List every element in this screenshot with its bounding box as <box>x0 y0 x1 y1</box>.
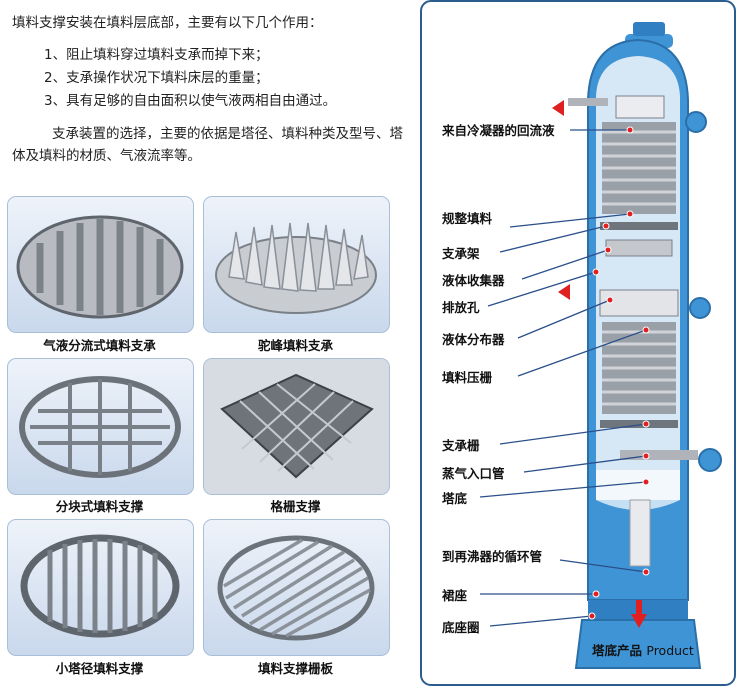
hump-support-illustration <box>215 222 377 314</box>
support-plate-illustration <box>217 535 375 641</box>
label-support-frame: 支承架 <box>442 246 480 261</box>
structured-packing-lower <box>602 322 676 414</box>
gas-liquid-support-illustration <box>16 215 184 319</box>
small-diameter-support-illustration <box>20 534 180 638</box>
label-support-grid: 支承栅 <box>442 438 480 453</box>
label-column-bottom: 塔底 <box>442 491 468 506</box>
product-card-hump <box>203 196 390 333</box>
product-caption-3: 分块式填料支撑 <box>55 499 144 514</box>
label-liquid-distributor: 液体分布器 <box>442 332 505 347</box>
bottom-product-en: Product <box>646 643 694 658</box>
intro-text: 填料支撑安装在填料层底部，主要有以下几个作用： 1、阻止填料穿过填料支承而掉下来… <box>12 12 412 167</box>
label-structured-packing: 规整填料 <box>442 211 493 226</box>
label-reboiler-pipe: 到再沸器的循环管 <box>442 549 543 564</box>
product-caption-1: 气液分流式填料支承 <box>43 338 156 353</box>
label-base-ring: 底座圈 <box>442 620 480 635</box>
skirt <box>574 619 702 669</box>
product-caption-6: 填料支撑栅板 <box>257 661 333 676</box>
label-reflux: 来自冷凝器的回流液 <box>442 123 555 138</box>
packed-column-diagram: 来自冷凝器的回流液 规整填料 支承架 液体收集器 排放孔 液体分布器 填料压栅 … <box>420 0 738 688</box>
structured-packing-upper <box>602 122 676 214</box>
leader-lines <box>479 129 647 627</box>
bottom-product-cn: 塔底产品 <box>592 643 643 658</box>
label-hold-down-grid: 填料压栅 <box>442 370 493 385</box>
product-caption-5: 小塔径填料支撑 <box>55 661 144 676</box>
selection-paragraph: 支承装置的选择，主要的依据是塔径、填料种类及型号、塔体及填料的材质、气液流率等。 <box>12 126 403 164</box>
label-skirt: 裙座 <box>442 588 468 603</box>
label-drain-hole: 排放孔 <box>442 300 480 315</box>
intro-line: 填料支撑安装在填料层底部，主要有以下几个作用： <box>12 15 323 31</box>
function-item-3: 3、具有足够的自由面积以使气液两相自由通过。 <box>44 93 337 109</box>
column-illustration <box>420 0 736 686</box>
label-bottom-product: 塔底产品 Product <box>592 640 694 659</box>
grid-support-illustration <box>204 359 389 494</box>
product-card-grid <box>203 358 390 495</box>
product-card-support-plate <box>203 519 390 656</box>
flow-arrows <box>552 100 647 628</box>
function-item-1: 1、阻止填料穿过填料支承而掉下来； <box>44 47 269 63</box>
sectional-support-illustration <box>19 376 181 478</box>
product-caption-2: 驼峰填料支承 <box>257 338 333 353</box>
function-item-2: 2、支承操作状况下填料床层的重量； <box>44 70 269 86</box>
product-caption-4: 格栅支撑 <box>270 499 321 514</box>
product-card-small-diameter <box>7 519 194 656</box>
product-card-gas-liquid <box>7 196 194 333</box>
product-card-sectional <box>7 358 194 495</box>
label-liquid-collector: 液体收集器 <box>442 273 505 288</box>
label-vapor-inlet: 蒸气入口管 <box>442 466 505 481</box>
